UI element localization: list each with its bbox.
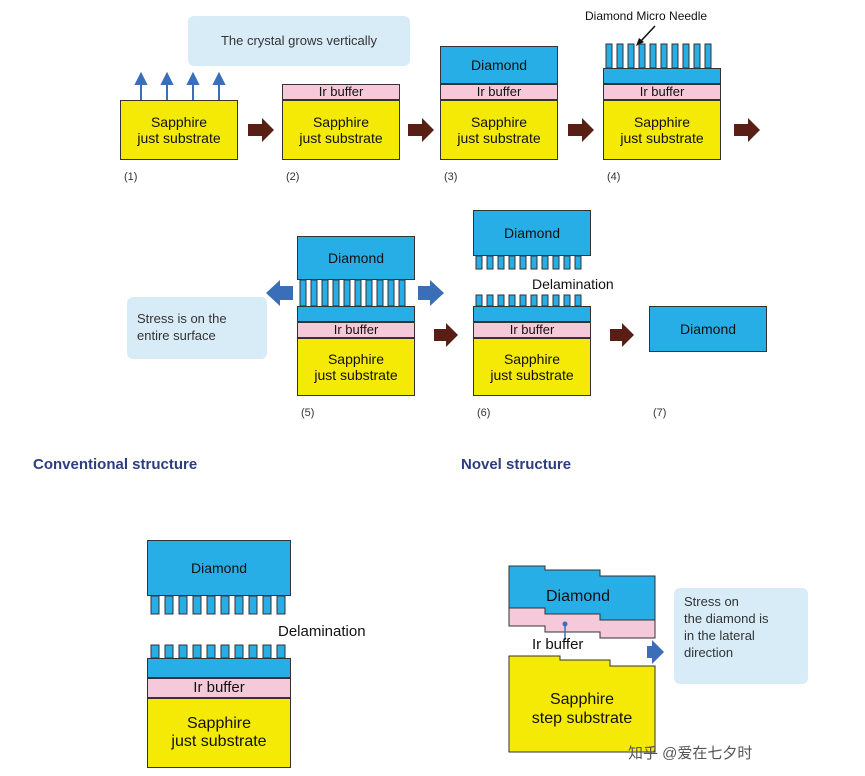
step-label-7: (7)	[653, 407, 667, 419]
heading-novel-structure: Novel structure	[461, 456, 572, 473]
note-text: The crystal grows vertically	[220, 32, 378, 48]
ir-buffer-2: Ir buffer	[282, 84, 400, 100]
sapphire-substrate-3: Sapphire just substrate	[440, 100, 558, 160]
novel-sapphire-substrate	[508, 655, 656, 753]
micro-needle-pointer	[636, 25, 656, 46]
novel-ir-buffer-label: Ir buffer	[532, 636, 584, 653]
conventional-needles-bottom	[150, 644, 286, 659]
delamination-label-6: Delamination	[532, 276, 614, 292]
ir-buffer-4: Ir buffer	[603, 84, 721, 100]
lateral-stress-arrow	[647, 640, 664, 664]
sapphire-substrate-5: Sapphire just substrate	[297, 338, 415, 396]
diamond-layer-7: Diamond	[649, 306, 767, 352]
conventional-needles-top	[150, 595, 286, 615]
note-stress-lateral: Stress on the diamond is in the lateral …	[674, 588, 808, 684]
step-label-1: (1)	[124, 171, 138, 183]
note-crystal-grows-vertically: The crystal grows vertically	[188, 16, 410, 66]
step-label-2: (2)	[286, 171, 300, 183]
process-arrows-row2	[434, 323, 634, 347]
micro-needle-label: Diamond Micro Needle	[585, 9, 708, 23]
sapphire-substrate-6: Sapphire just substrate	[473, 338, 591, 396]
conventional-sapphire-substrate: Sapphire just substrate	[147, 698, 291, 768]
ir-buffer-5: Ir buffer	[297, 322, 415, 338]
ir-buffer-3: Ir buffer	[440, 84, 558, 100]
conventional-delamination-label: Delamination	[278, 623, 366, 640]
step-label-4: (4)	[607, 171, 621, 183]
diamond-layer-6-top: Diamond	[473, 210, 591, 256]
vertical-growth-arrows	[134, 71, 226, 100]
novel-step-structure	[508, 565, 664, 753]
diamond-layer-5: Diamond	[297, 236, 415, 280]
novel-diamond-label: Diamond	[546, 588, 611, 605]
conventional-diamond-top: Diamond	[147, 540, 291, 596]
sapphire-substrate-2: Sapphire just substrate	[282, 100, 400, 160]
step-label-3: (3)	[444, 171, 458, 183]
diamond-base-6	[473, 306, 591, 322]
sapphire-substrate-4: Sapphire just substrate	[603, 100, 721, 160]
ir-buffer-6: Ir buffer	[473, 322, 591, 338]
watermark: 知乎 @爱在七夕时	[628, 745, 753, 762]
step-label-5: (5)	[301, 407, 315, 419]
stress-arrows-5	[266, 280, 444, 306]
step-label-6: (6)	[477, 407, 491, 419]
micro-needles-6-bottom	[475, 294, 582, 307]
diamond-layer-3: Diamond	[440, 46, 558, 84]
note-stress-entire-surface: Stress is on the entire surface	[127, 297, 267, 359]
conventional-ir-buffer: Ir buffer	[147, 678, 291, 698]
note-text: Stress on the diamond is in the lateral …	[684, 594, 769, 660]
micro-needles-4	[605, 43, 712, 69]
conventional-diamond-base	[147, 658, 291, 678]
micro-needles-6-top	[475, 255, 582, 270]
diamond-base-4	[603, 68, 721, 84]
novel-sapphire-label: Sapphire step substrate	[531, 691, 633, 728]
process-arrows-row1	[248, 118, 760, 142]
sapphire-substrate-1: Sapphire just substrate	[120, 100, 238, 160]
heading-conventional-structure: Conventional structure	[33, 456, 198, 473]
novel-ir-buffer-layer	[508, 607, 656, 639]
note-text: Stress is on the entire surface	[137, 311, 227, 343]
diamond-base-5	[297, 306, 415, 322]
